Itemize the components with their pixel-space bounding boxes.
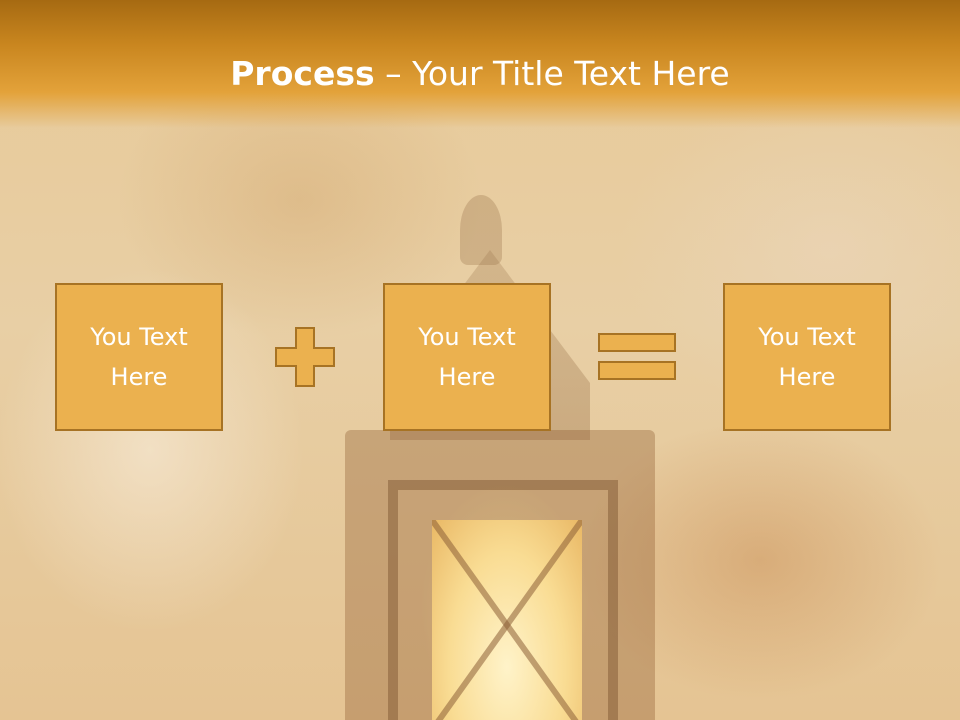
equals-bar-top xyxy=(598,333,676,352)
box-text-line2: Here xyxy=(110,363,168,391)
box-text-line2: Here xyxy=(438,363,496,391)
process-box-1[interactable]: You Text Here xyxy=(55,283,223,431)
equals-icon xyxy=(598,333,676,383)
plus-icon xyxy=(275,327,335,387)
title-bold: Process xyxy=(230,54,375,93)
lantern-frame xyxy=(388,480,618,720)
box-text-line1: You Text xyxy=(418,323,516,351)
process-box-2[interactable]: You Text Here xyxy=(383,283,551,431)
box-text-line2: Here xyxy=(778,363,836,391)
box-text-line1: You Text xyxy=(758,323,856,351)
lantern-cross xyxy=(432,520,582,720)
equals-bar-bottom xyxy=(598,361,676,380)
lantern-finial xyxy=(460,195,502,265)
title-band xyxy=(0,0,960,128)
box-text-line1: You Text xyxy=(90,323,188,351)
title-rest: – Your Title Text Here xyxy=(374,54,730,93)
slide-title[interactable]: Process – Your Title Text Here xyxy=(0,52,960,96)
process-box-3[interactable]: You Text Here xyxy=(723,283,891,431)
